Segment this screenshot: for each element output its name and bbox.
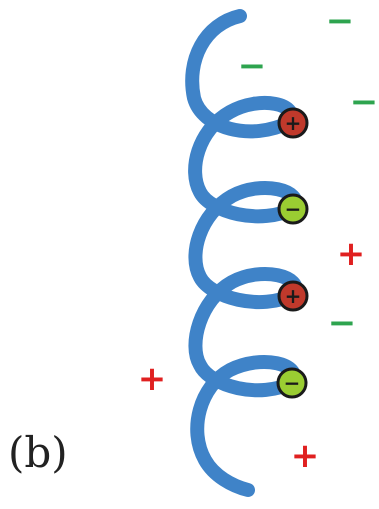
bead-symbol: − bbox=[284, 371, 301, 395]
free-ion-negative: − bbox=[238, 46, 267, 86]
bead-1: + bbox=[277, 107, 309, 139]
panel-label: (b) bbox=[8, 428, 68, 477]
helix-coil bbox=[185, 9, 303, 497]
free-ion-negative: − bbox=[326, 1, 355, 41]
bead-3: + bbox=[277, 280, 309, 312]
bead-symbol: + bbox=[285, 284, 302, 308]
free-ion-negative: − bbox=[328, 303, 357, 343]
bead-symbol: + bbox=[285, 111, 302, 135]
free-ion-negative: − bbox=[350, 82, 379, 122]
bead-2: − bbox=[277, 193, 309, 225]
free-ion-positive: + bbox=[337, 234, 366, 274]
bead-symbol: − bbox=[285, 197, 302, 221]
free-ion-positive: + bbox=[138, 359, 167, 399]
bead-4: − bbox=[276, 367, 308, 399]
free-ion-positive: + bbox=[291, 436, 320, 476]
